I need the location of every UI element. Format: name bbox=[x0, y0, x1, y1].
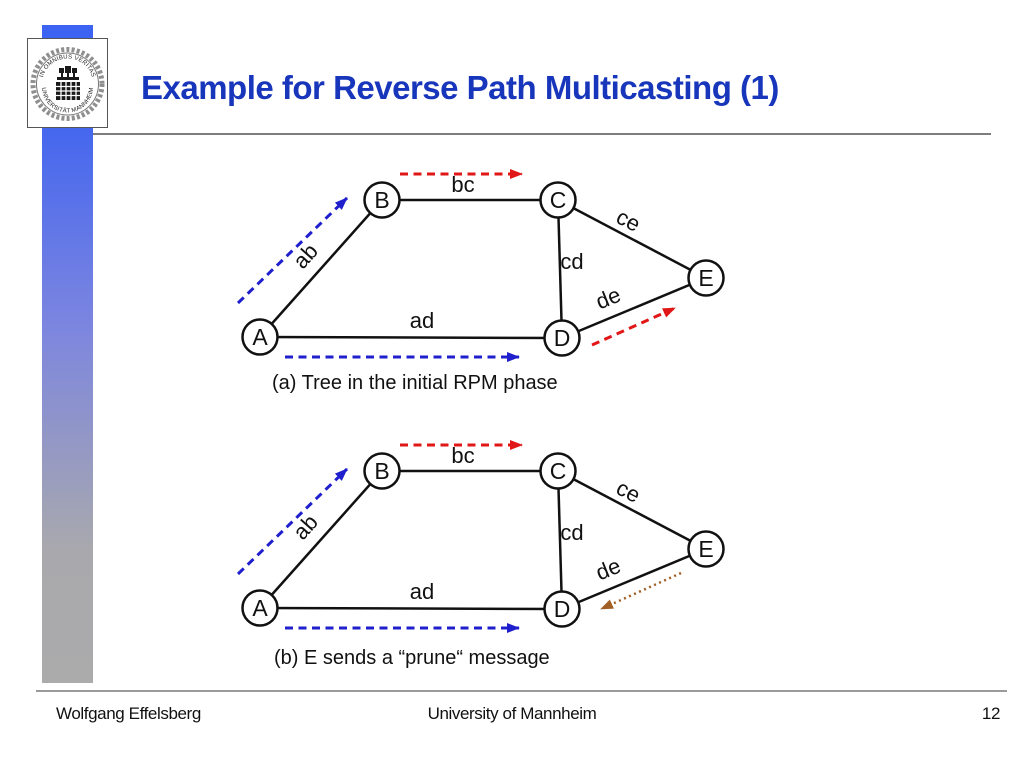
edge-label-bc: bc bbox=[451, 172, 474, 197]
edge-label-ad: ad bbox=[410, 579, 434, 604]
header-divider-line bbox=[93, 133, 991, 135]
arrow-prune-e-to-d bbox=[600, 571, 682, 611]
edge-ce bbox=[557, 469, 707, 551]
seal-scalloped-ring bbox=[30, 47, 105, 121]
seal-emblem-grid bbox=[56, 82, 80, 100]
edge-ce bbox=[557, 198, 707, 280]
node-C bbox=[539, 452, 577, 490]
caption-diagram-a: (a) Tree in the initial RPM phase bbox=[272, 372, 558, 394]
node-C bbox=[539, 181, 577, 219]
node-label-E: E bbox=[698, 265, 713, 291]
node-label-A: A bbox=[252, 595, 268, 621]
caption-diagram-b: (b) E sends a “prune“ message bbox=[274, 647, 550, 669]
edge-ad bbox=[259, 606, 563, 611]
edge-cd bbox=[556, 199, 564, 339]
node-label-C: C bbox=[550, 187, 567, 213]
node-A bbox=[241, 318, 279, 356]
footer-institution: University of Mannheim bbox=[427, 704, 597, 723]
university-logo: IN OMNIBUS VERITAS UNIVERSITÄT MANNHEIM bbox=[27, 38, 108, 128]
node-B bbox=[363, 452, 401, 490]
arrow-packet-a-to-b bbox=[236, 196, 349, 305]
edge-label-ab: ab bbox=[288, 510, 323, 545]
university-seal: IN OMNIBUS VERITAS UNIVERSITÄT MANNHEIM bbox=[30, 47, 105, 121]
node-E bbox=[687, 530, 725, 568]
footer: Wolfgang Effelsberg University of Mannhe… bbox=[0, 704, 1024, 728]
edge-label-ad: ad bbox=[410, 308, 434, 333]
edge-ab bbox=[259, 199, 383, 338]
node-label-C: C bbox=[550, 458, 567, 484]
footer-author: Wolfgang Effelsberg bbox=[56, 704, 201, 723]
edge-label-ab: ab bbox=[288, 239, 323, 274]
arrow-packet-a-to-b bbox=[236, 467, 349, 576]
arrow-packet-d-to-e bbox=[591, 306, 676, 347]
edge-label-cd: cd bbox=[560, 520, 583, 545]
sidebar-gradient-bar bbox=[42, 25, 93, 683]
slide-title: Example for Reverse Path Multicasting (1… bbox=[141, 69, 779, 106]
edge-label-de: de bbox=[592, 553, 624, 585]
edge-label-de: de bbox=[592, 282, 624, 314]
edge-label-bc: bc bbox=[451, 443, 474, 468]
node-label-B: B bbox=[374, 187, 389, 213]
node-label-D: D bbox=[554, 325, 571, 351]
node-D bbox=[543, 590, 581, 628]
edge-ab bbox=[259, 470, 383, 609]
node-label-B: B bbox=[374, 458, 389, 484]
node-B bbox=[363, 181, 401, 219]
node-label-D: D bbox=[554, 596, 571, 622]
edge-cd bbox=[556, 470, 564, 610]
edge-de bbox=[561, 547, 707, 611]
node-D bbox=[543, 319, 581, 357]
footer-page-number: 12 bbox=[981, 704, 1001, 723]
node-E bbox=[687, 259, 725, 297]
node-A bbox=[241, 589, 279, 627]
edge-ad bbox=[259, 335, 563, 340]
footer-divider-line bbox=[36, 690, 1007, 692]
edge-label-cd: cd bbox=[560, 249, 583, 274]
edge-de bbox=[561, 276, 707, 340]
node-label-E: E bbox=[698, 536, 713, 562]
node-label-A: A bbox=[252, 324, 268, 350]
